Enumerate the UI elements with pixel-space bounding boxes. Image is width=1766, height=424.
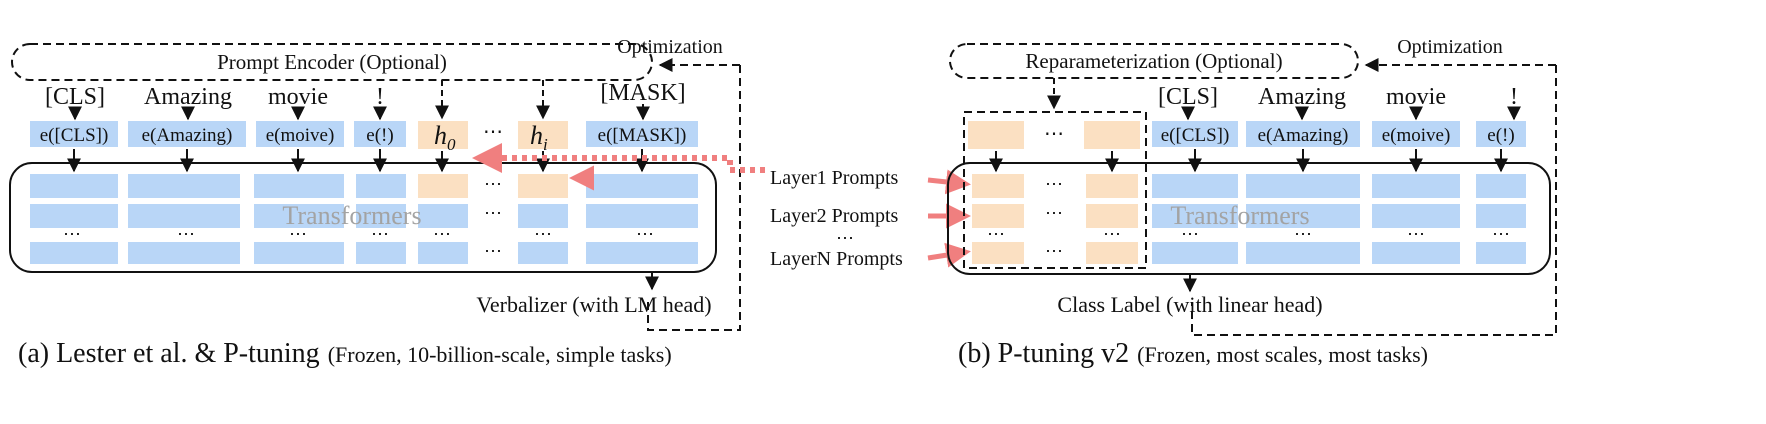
layer1-prompts-label: Layer1 Prompts — [770, 167, 899, 189]
caption-left: (a) Lester et al. & P-tuning(Frozen, 10-… — [18, 338, 672, 369]
prompt-h0-label: h0 — [434, 121, 456, 154]
prompt-encoder-box — [11, 43, 653, 81]
svg-text:⋯: ⋯ — [433, 224, 451, 244]
prompt-region — [963, 111, 1147, 269]
embedding-box — [128, 121, 246, 147]
embedding-amazing: e(Amazing) — [142, 125, 233, 146]
embedding-box — [30, 121, 118, 147]
embedding-box — [256, 121, 344, 147]
svg-text:⋯: ⋯ — [1045, 174, 1063, 194]
optimization-label-right: Optimization — [1397, 36, 1503, 58]
prompt-encoder-label: Prompt Encoder (Optional) — [217, 50, 447, 74]
layer2-prompts-label: Layer2 Prompts — [770, 205, 899, 227]
optimization-loop-left — [647, 65, 741, 331]
svg-text:⋯: ⋯ — [484, 241, 502, 261]
svg-text:⋯: ⋯ — [1103, 224, 1121, 244]
token-exclaim: ! — [1510, 84, 1518, 110]
token-amazing: Amazing — [144, 84, 232, 110]
token-cls: [CLS] — [1158, 84, 1218, 110]
embedding-box — [586, 121, 698, 147]
embedding-box — [354, 121, 406, 147]
svg-text:⋯: ⋯ — [177, 224, 195, 244]
svg-text:⋯: ⋯ — [534, 224, 552, 244]
reparameterization-box — [949, 43, 1359, 79]
prompt-box — [968, 121, 1024, 149]
right-panel: Reparameterization (Optional) Optimizati… — [947, 36, 1557, 369]
embedding-box — [1372, 121, 1460, 147]
transformer-grid-left: ⋯ ⋯ ⋯ ⋯ ⋯ ⋯ ⋯ ⋯ ⋯ ⋯ — [30, 174, 698, 264]
optimization-loop-right — [1191, 65, 1557, 336]
reparameterization-label: Reparameterization (Optional) — [1025, 49, 1282, 73]
prompt-hi-label: hi — [530, 121, 548, 154]
token-amazing: Amazing — [1258, 84, 1346, 110]
embedding-exclaim: e(!) — [366, 125, 393, 146]
svg-text:⋯: ⋯ — [289, 224, 307, 244]
caption-right: (b) P-tuning v2(Frozen, most scales, mos… — [958, 338, 1428, 369]
svg-text:⋯: ⋯ — [371, 224, 389, 244]
svg-text:⋯: ⋯ — [484, 203, 502, 223]
embedding-box — [1476, 121, 1526, 147]
token-mask: [MASK] — [600, 80, 685, 106]
class-label: Class Label (with linear head) — [1057, 292, 1322, 317]
svg-text:⋯: ⋯ — [987, 224, 1005, 244]
prompt-hi-box — [518, 121, 568, 149]
svg-text:⋯: ⋯ — [1407, 224, 1425, 244]
transformers-label-left: Transformers — [282, 201, 421, 230]
embedding-amazing: e(Amazing) — [1258, 125, 1349, 146]
embedding-box — [1152, 121, 1238, 147]
transformer-box-left — [9, 162, 717, 273]
svg-text:⋯: ⋯ — [1045, 203, 1063, 223]
embedding-box — [1246, 121, 1360, 147]
transformer-box-right — [947, 162, 1551, 275]
token-movie: movie — [1386, 84, 1446, 110]
verbalizer-label: Verbalizer (with LM head) — [476, 292, 711, 317]
embedding-movie: e(moive) — [266, 125, 335, 146]
optimization-label-left: Optimization — [617, 36, 723, 58]
prompt-box — [1084, 121, 1140, 149]
svg-text:⋯: ⋯ — [1492, 224, 1510, 244]
embedding-cls: e([CLS]) — [40, 125, 109, 146]
transformer-grid-right: ⋯ ⋯ ⋯ ⋯ ⋯ ⋯ ⋯ ⋯ ⋯ — [972, 174, 1526, 264]
embedding-cls: e([CLS]) — [1161, 125, 1230, 146]
prompt-highlight — [472, 143, 765, 191]
token-movie: movie — [268, 84, 328, 110]
ellipsis: ⋯ — [1044, 123, 1064, 145]
svg-text:⋯: ⋯ — [1294, 224, 1312, 244]
embedding-mask: e([MASK]) — [598, 125, 687, 146]
svg-text:⋯: ⋯ — [1045, 241, 1063, 261]
layer-prompts-labels: Layer1 Prompts Layer2 Prompts ⋯ LayerN P… — [770, 167, 971, 270]
ellipsis: ⋯ — [483, 121, 503, 143]
ellipsis: ⋯ — [836, 228, 854, 248]
token-cls: [CLS] — [45, 84, 105, 110]
svg-text:⋯: ⋯ — [636, 224, 654, 244]
embedding-exclaim: e(!) — [1487, 125, 1514, 146]
token-exclaim: ! — [376, 84, 384, 110]
transformers-label-right: Transformers — [1170, 201, 1309, 230]
embedding-movie: e(moive) — [1382, 125, 1451, 146]
svg-text:⋯: ⋯ — [1181, 224, 1199, 244]
svg-text:⋯: ⋯ — [63, 224, 81, 244]
svg-text:⋯: ⋯ — [484, 174, 502, 194]
prompt-h0-box — [418, 121, 468, 149]
left-panel: Prompt Encoder (Optional) Optimization [… — [9, 36, 741, 369]
layerN-prompts-label: LayerN Prompts — [770, 248, 903, 270]
